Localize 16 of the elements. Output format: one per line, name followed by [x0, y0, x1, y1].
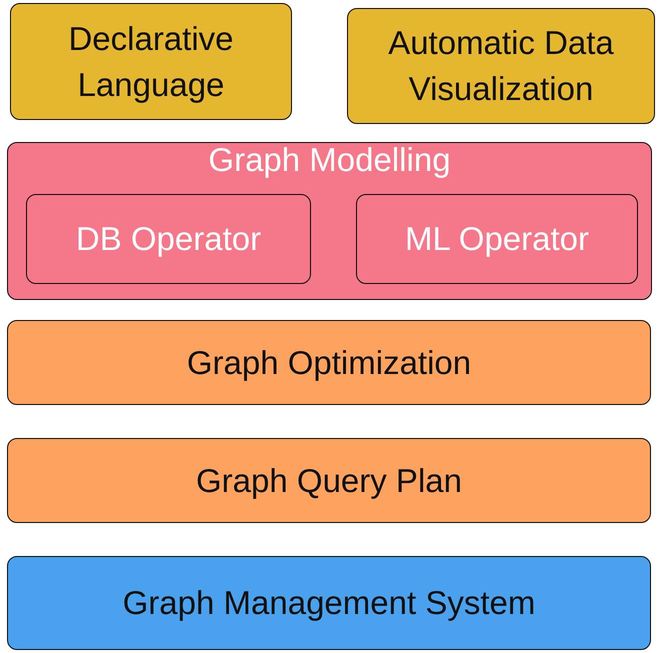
- layer-box: [26, 194, 311, 284]
- layer-box: [7, 320, 651, 405]
- box-label: ML Operator: [404, 219, 590, 259]
- box-label: DB Operator: [74, 219, 262, 259]
- layer-box: [10, 3, 292, 120]
- layer-box: [7, 556, 651, 650]
- layer-box: [347, 8, 655, 124]
- group-title: Graph Modelling: [207, 140, 452, 180]
- layer-box: [7, 438, 651, 523]
- group-panel: [7, 142, 652, 300]
- box-label: Graph Query Plan: [195, 460, 463, 501]
- box-label: Graph Management System: [122, 583, 536, 623]
- box-label: Declarative Language: [67, 18, 235, 105]
- layer-box: [356, 194, 638, 284]
- box-label: Graph Optimization: [186, 342, 472, 383]
- box-label: Automatic Data Visualization: [387, 23, 615, 109]
